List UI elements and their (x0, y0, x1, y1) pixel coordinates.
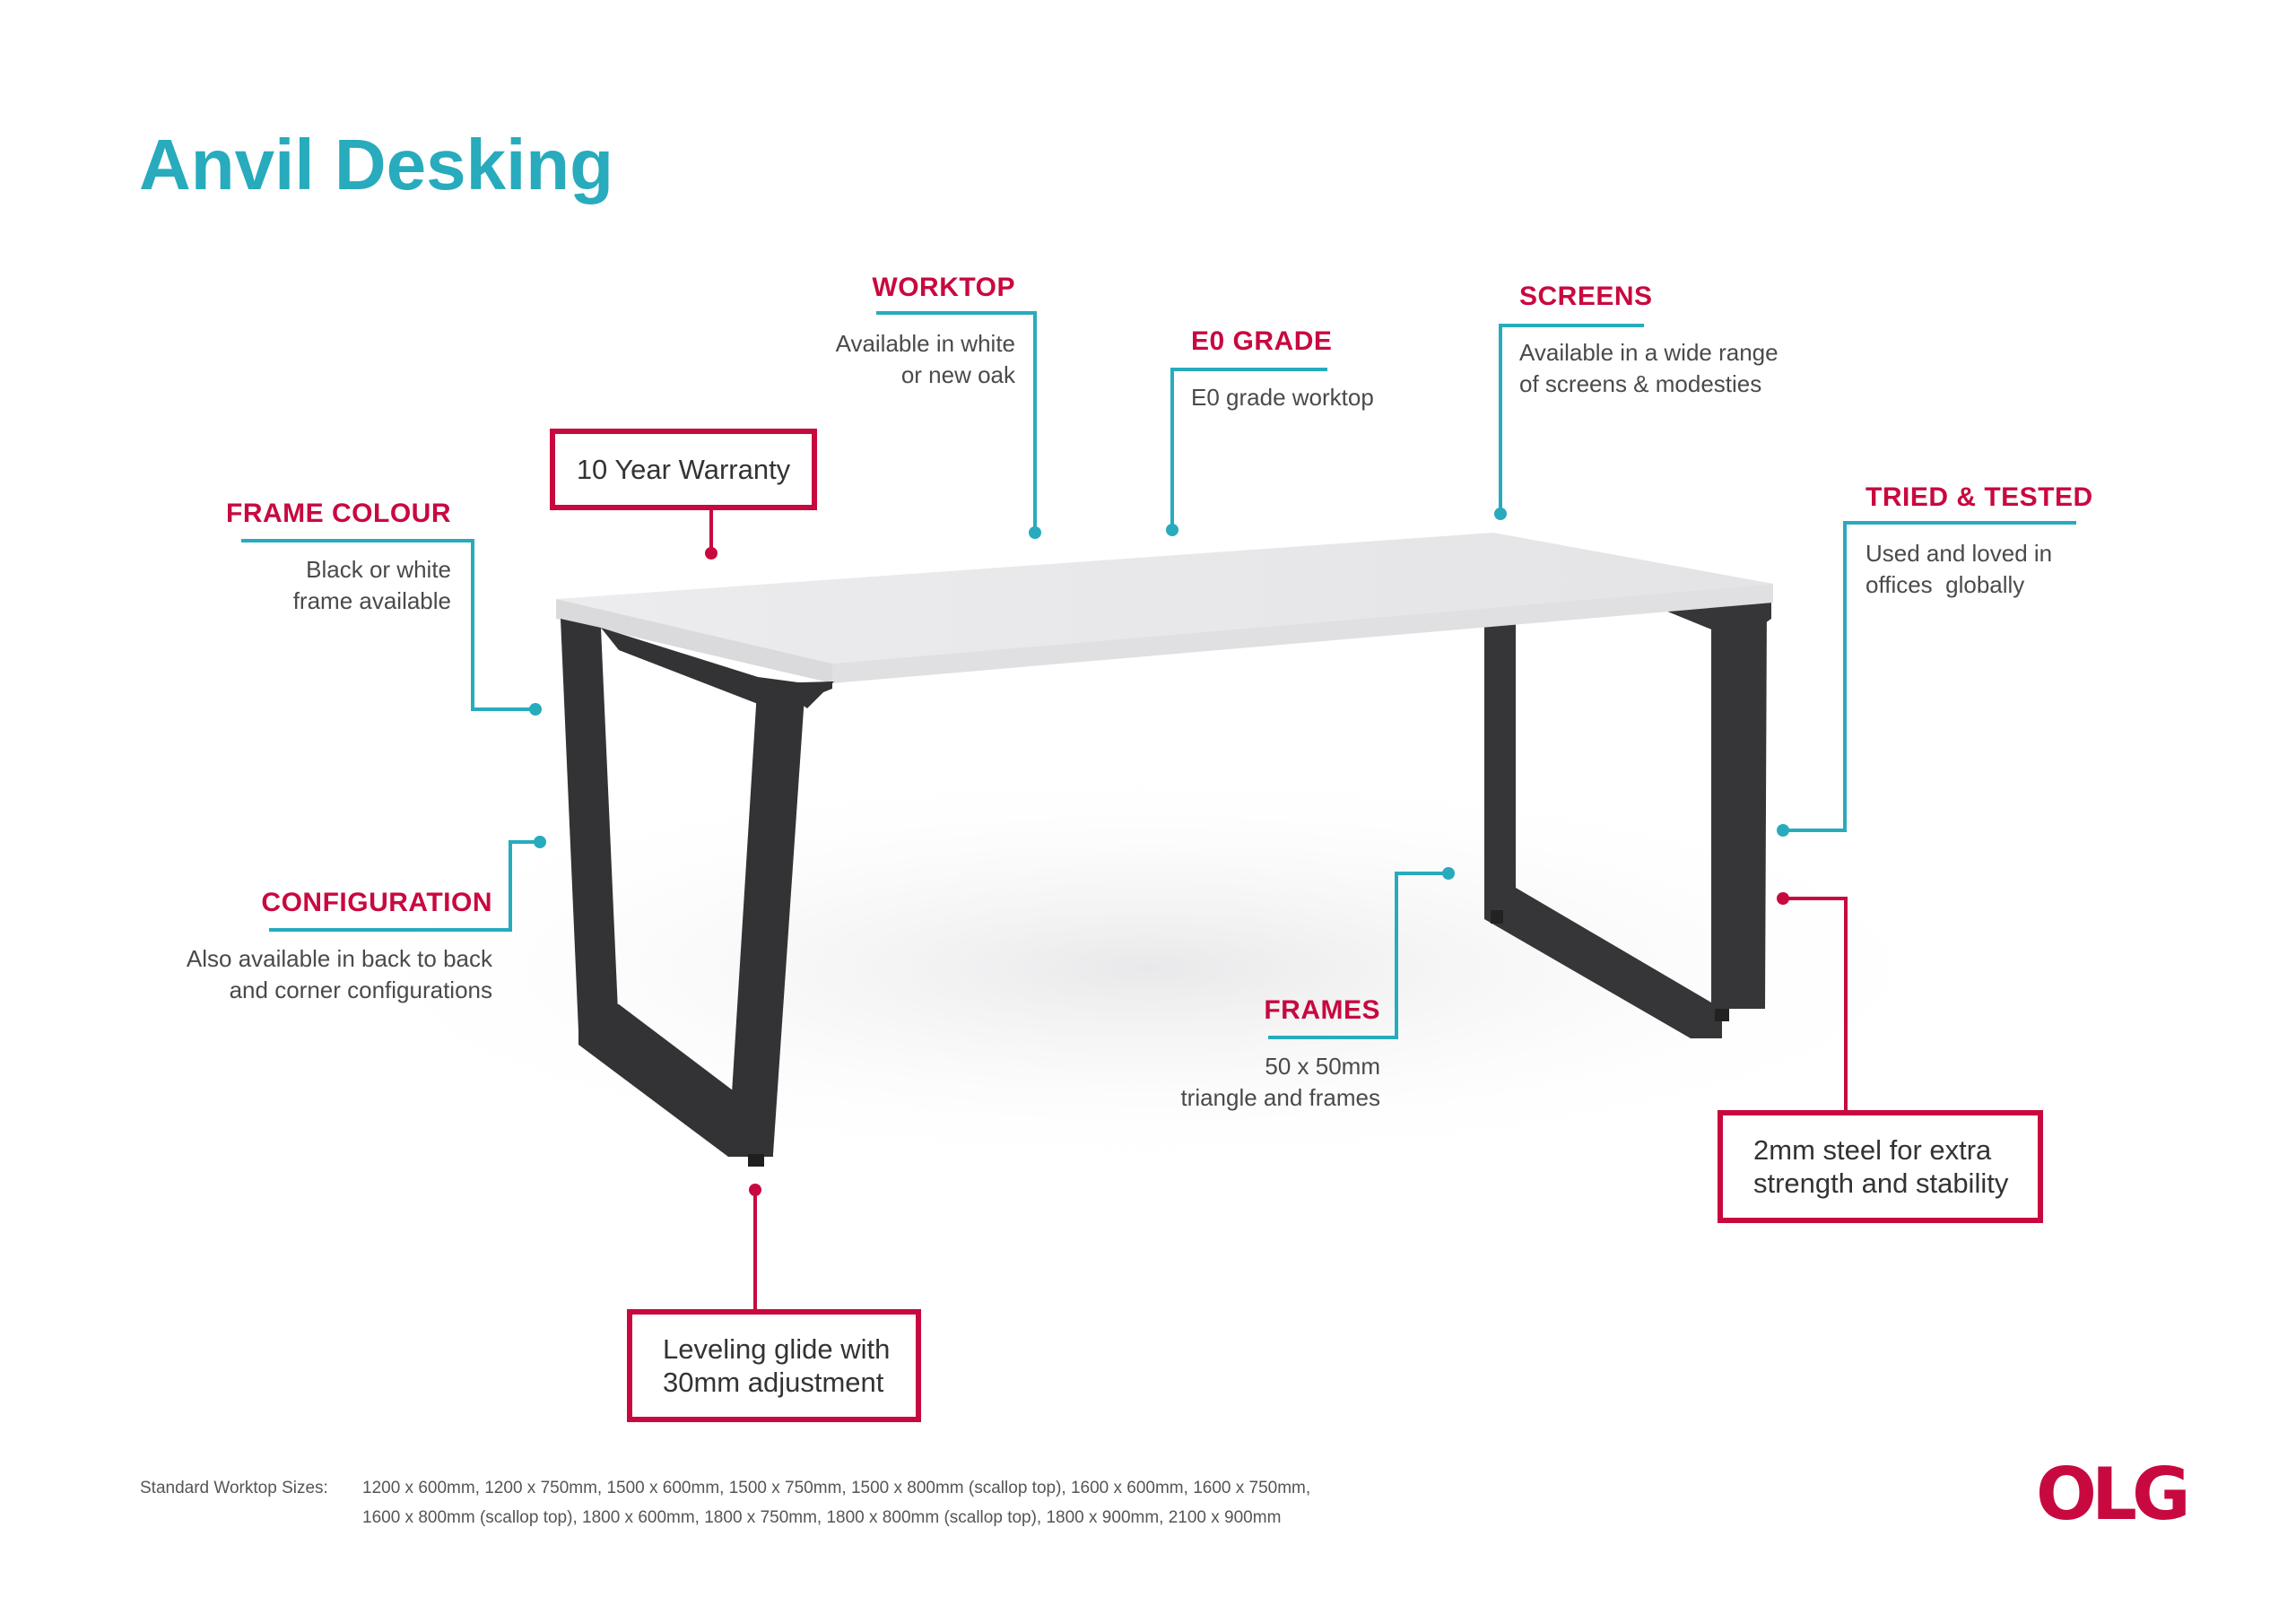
frame-colour-description-line2: frame available (292, 587, 451, 614)
configuration-leader (269, 840, 540, 932)
frame-colour-heading: FRAME COLOUR (226, 499, 451, 528)
screens-description-line2: of screens & modesties (1519, 370, 1762, 397)
configuration-description-line2: and corner configurations (229, 976, 492, 1003)
worktop-description-line2: or new oak (900, 361, 1015, 388)
floor-shadow (296, 762, 2000, 1175)
steel-leader (1783, 897, 1848, 1110)
worktop-leader (876, 311, 1037, 532)
steel-text-line2: strength and stability (1753, 1167, 2009, 1199)
teal-leader-lines (241, 311, 2076, 1039)
warranty-box: 10 Year Warranty (550, 429, 817, 510)
red-leader-dots (705, 547, 1789, 1196)
tried-tested-description-line2: offices globally (1866, 571, 2025, 598)
e0-grade-leader (1170, 368, 1327, 529)
tried-tested-leader (1783, 521, 2076, 832)
frame-colour-leader (241, 539, 535, 711)
frame-colour-description: Black or white frame available (293, 554, 451, 617)
worktop-description: Available in white or new oak (836, 328, 1015, 391)
steel-box: 2mm steel for extra strength and stabili… (1718, 1110, 2043, 1223)
tried-tested-description: Used and loved in offices globally (1866, 538, 2052, 601)
frames-description: 50 x 50mm triangle and frames (1180, 1051, 1380, 1114)
e0-grade-description: E0 grade worktop (1191, 384, 1374, 411)
worktop-sizes-line2: 1600 x 800mm (scallop top), 1800 x 600mm… (362, 1508, 1282, 1527)
configuration-description-line1: Also available in back to back (186, 945, 492, 972)
teal-leader-dots (529, 508, 1789, 880)
screens-description: Available in a wide range of screens & m… (1519, 337, 1779, 400)
glide-text-line2: 30mm adjustment (663, 1367, 884, 1398)
screens-heading: SCREENS (1519, 282, 1653, 311)
glide-text-line1: Leveling glide with (663, 1333, 891, 1365)
worktop-description-line1: Available in white (835, 330, 1015, 357)
red-leader-lines (709, 510, 1848, 1309)
screens-description-line1: Available in a wide range (1519, 339, 1779, 366)
desk-frame-left (561, 619, 834, 1167)
desk-worktop (556, 533, 1773, 683)
worktop-heading: WORKTOP (872, 273, 1015, 302)
frames-description-line1: 50 x 50mm (1265, 1053, 1380, 1080)
e0-grade-heading: E0 GRADE (1191, 326, 1333, 356)
worktop-sizes-line1: 1200 x 600mm, 1200 x 750mm, 1500 x 600mm… (362, 1479, 1311, 1497)
frames-heading: FRAMES (1264, 995, 1380, 1025)
steel-text-line1: 2mm steel for extra (1753, 1134, 1992, 1166)
warranty-text: 10 Year Warranty (576, 454, 791, 485)
worktop-sizes-list: 1200 x 600mm, 1200 x 750mm, 1500 x 600mm… (362, 1473, 1310, 1532)
glide-box: Leveling glide with 30mm adjustment (627, 1309, 921, 1422)
configuration-heading: CONFIGURATION (261, 888, 492, 917)
frames-description-line2: triangle and frames (1180, 1084, 1380, 1111)
screens-leader (1499, 324, 1644, 513)
tried-tested-description-line1: Used and loved in (1866, 540, 2053, 567)
frames-leader (1268, 872, 1448, 1039)
worktop-sizes-label: Standard Worktop Sizes: (140, 1479, 328, 1497)
desk-frame-right (1484, 601, 1771, 1038)
frame-colour-description-line1: Black or white (306, 556, 451, 583)
olg-logo: OLG (2036, 1453, 2191, 1536)
page-title: Anvil Desking (139, 125, 614, 204)
tried-tested-heading: TRIED & TESTED (1866, 482, 2093, 512)
configuration-description: Also available in back to back and corne… (187, 943, 492, 1006)
